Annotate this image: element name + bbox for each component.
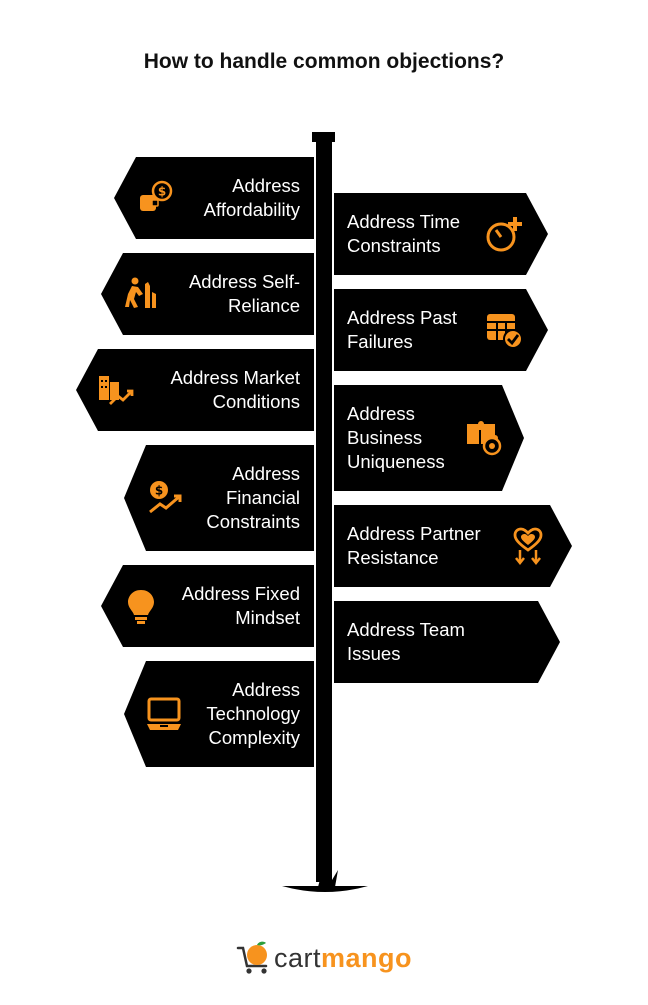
sign-label: Address Partner Resistance [347,523,481,568]
brand-name-part2: mango [321,942,413,973]
puzzle-gear-icon [464,418,504,458]
coin-growth-icon: $ [146,478,186,518]
sign-team-issues: Address Team Issues [334,601,560,683]
sign-market-conditions: Address Market Conditions [76,349,314,431]
sign-label: Address Financial Constraints [206,463,300,532]
svg-text:$: $ [158,185,166,199]
sign-technology-complexity: Address Technology Complexity [124,661,314,767]
brand-name-part1: cart [273,942,321,973]
sign-label: Address Past Failures [347,307,458,352]
table-check-icon [484,310,524,350]
brand-logo: cartmango [0,940,648,980]
heart-arrows-icon [508,526,548,566]
laptop-icon [144,694,184,734]
pole-cap [312,132,335,142]
sign-time-constraints: Address Time Constraints [334,193,548,275]
sign-financial-constraints: $ Address Financial Constraints [124,445,314,551]
ground-grass [280,858,370,899]
stopwatch-plus-icon [484,214,524,254]
sign-partner-resistance: Address Partner Resistance [334,505,572,587]
sign-label: Address Business Uniqueness [347,403,445,472]
sign-business-uniqueness: Address Business Uniqueness [334,385,524,491]
climber-icon [121,274,161,314]
sign-label: Address Market Conditions [170,367,300,412]
buildings-trend-icon [96,370,136,410]
sign-past-failures: Address Past Failures [334,289,548,371]
sign-self-reliance: Address Self- Reliance [101,253,314,335]
sign-label: Address Team Issues [347,619,465,664]
sign-fixed-mindset: Address Fixed Mindset [101,565,314,647]
sign-label: Address Technology Complexity [206,679,300,748]
page-title: How to handle common objections? [143,50,505,73]
lightbulb-icon [121,586,161,626]
sign-label: Address Fixed Mindset [181,583,300,628]
sign-label: Address Self- Reliance [188,271,300,316]
mango-cart-icon [236,941,268,974]
svg-text:$: $ [155,484,163,498]
sign-affordability: $ Address Affordability [114,157,314,239]
signpost-pole [316,142,332,882]
sign-label: Address Time Constraints [347,211,461,256]
sign-label: Address Affordability [203,175,300,220]
wallet-dollar-icon: $ [136,178,176,218]
